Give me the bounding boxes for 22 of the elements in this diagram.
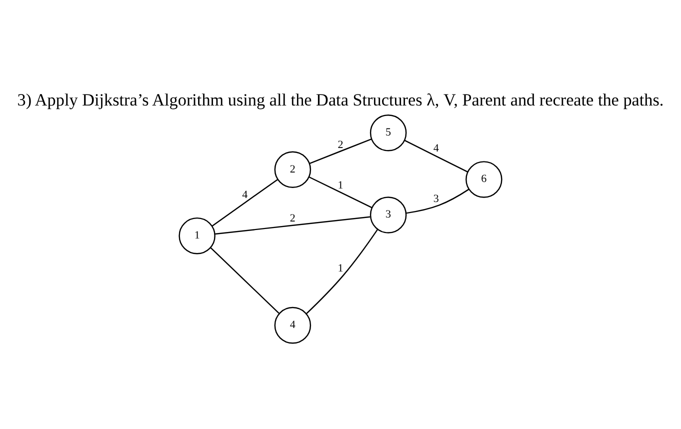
connector <box>406 188 470 214</box>
node-circle: 5 <box>370 114 407 151</box>
edge-label: 3 <box>433 192 439 204</box>
node-circle: 2 <box>274 150 312 188</box>
edge-label: 2 <box>338 138 344 150</box>
connector <box>404 139 468 172</box>
edge-label: 1 <box>338 178 344 191</box>
connector <box>310 138 372 164</box>
connector <box>210 246 280 314</box>
edge-label: 4 <box>433 142 439 154</box>
connector <box>212 178 278 226</box>
connector <box>309 176 372 208</box>
diagram-title: 3) Apply Dijkstra’s Algorithm using all the Data Structures λ, V, Parent and recreate the paths. <box>17 90 664 110</box>
edge-label: 2 <box>290 212 296 224</box>
connector <box>215 216 370 234</box>
node-circle: 3 <box>370 196 407 233</box>
edge-label: 4 <box>242 188 248 201</box>
connector <box>306 228 378 314</box>
node-circle: 1 <box>178 216 216 254</box>
edge-label: 1 <box>338 262 344 274</box>
node-circle: 4 <box>274 306 312 344</box>
node-circle: 6 <box>466 160 502 198</box>
